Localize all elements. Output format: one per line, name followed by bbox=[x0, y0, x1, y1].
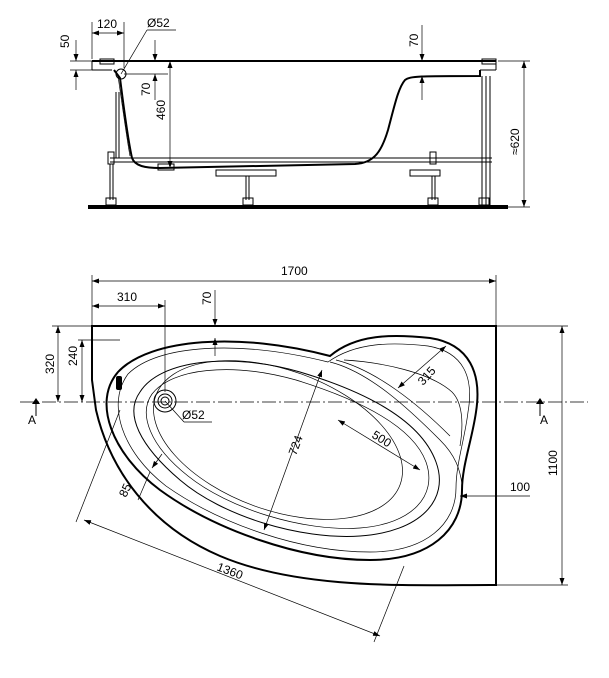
dim-70: 70 bbox=[200, 291, 214, 305]
dim-52: Ø52 bbox=[182, 408, 205, 422]
dim-460: 460 bbox=[154, 100, 168, 120]
dim-320: 320 bbox=[43, 354, 57, 374]
dim-120: 120 bbox=[97, 17, 117, 31]
basin-outline bbox=[133, 360, 440, 537]
dim-70-right: 70 bbox=[407, 33, 421, 47]
tub-body-outline bbox=[113, 69, 481, 170]
overflow-slot-icon bbox=[116, 376, 122, 390]
plan-view: A A 1700 310 70 320 240 Ø52 315 bbox=[20, 264, 588, 643]
dim-1100: 1100 bbox=[546, 450, 560, 476]
dim-1700: 1700 bbox=[281, 264, 308, 278]
dim-100: 100 bbox=[510, 480, 530, 494]
section-mark-right: A bbox=[540, 413, 548, 427]
dim-52-top: Ø52 bbox=[147, 16, 170, 30]
dim-310: 310 bbox=[117, 290, 137, 304]
dim-724: 724 bbox=[286, 433, 306, 457]
dim-70-left: 70 bbox=[139, 82, 153, 96]
drain-icon bbox=[153, 389, 177, 413]
dim-240: 240 bbox=[66, 346, 80, 366]
dim-620: ≈620 bbox=[508, 128, 522, 155]
support-frame bbox=[105, 76, 492, 206]
side-view: 120 Ø52 50 70 460 70 ≈620 bbox=[58, 16, 530, 209]
dim-85: 85 bbox=[116, 481, 134, 499]
floor-line bbox=[88, 205, 508, 209]
dim-50: 50 bbox=[58, 34, 72, 48]
section-mark-left: A bbox=[28, 413, 36, 427]
dim-500: 500 bbox=[369, 428, 394, 451]
inner-rim bbox=[105, 334, 479, 562]
dim-315: 315 bbox=[415, 364, 439, 388]
